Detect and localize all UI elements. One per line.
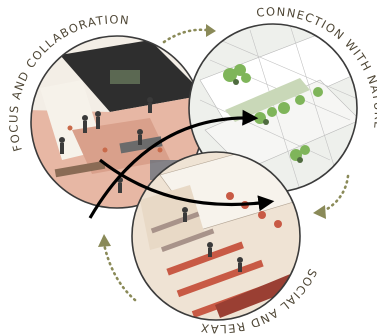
office-scene-illustration <box>31 36 203 208</box>
dotted-arrow-icon <box>313 205 326 219</box>
dotted-arrow-icon <box>206 24 216 37</box>
curved-arrow-icon <box>99 158 275 212</box>
dotted-arrow-icon <box>162 28 208 44</box>
curved-arrow-icon <box>88 109 259 219</box>
dotted-arrow-icon <box>98 234 111 247</box>
dotted-arrow-icon <box>102 242 137 302</box>
dotted-arrow-icon <box>320 174 350 214</box>
nature-scene-illustration <box>189 24 357 192</box>
